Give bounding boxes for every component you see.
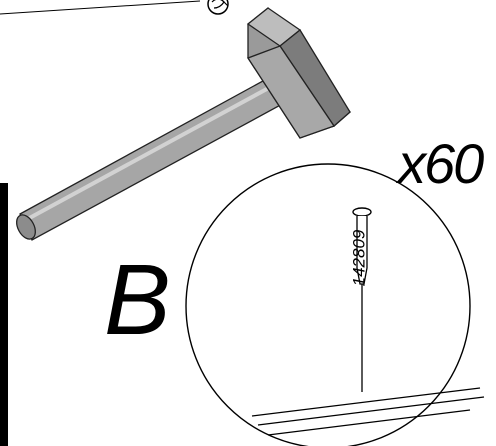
leader-line [0, 0, 201, 15]
nail-icon [352, 207, 372, 392]
page-edge-bar [0, 183, 8, 446]
quantity-label: x60 [398, 132, 484, 195]
hand-icon [207, 0, 229, 15]
step-letter: B [104, 244, 171, 356]
detail-callout [185, 163, 485, 446]
part-number: 142809 [349, 229, 369, 287]
hammer-icon [16, 7, 351, 241]
